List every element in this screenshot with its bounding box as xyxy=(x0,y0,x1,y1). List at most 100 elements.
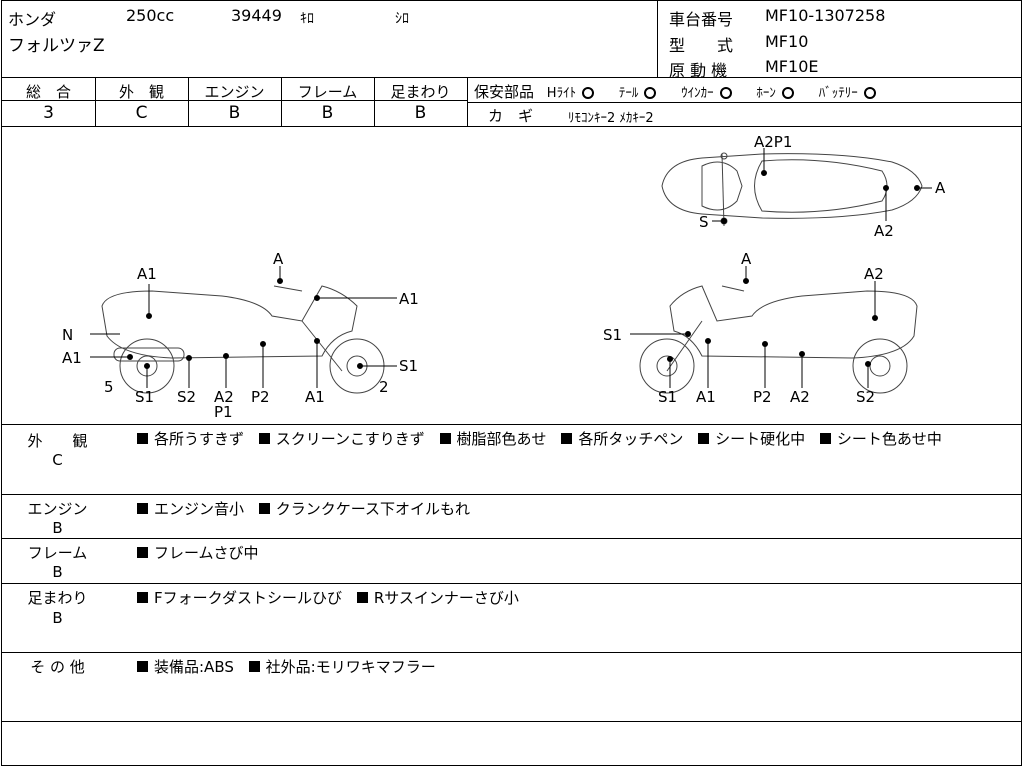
bullet-square-icon xyxy=(137,503,148,514)
diag-top-a: A xyxy=(935,179,946,197)
remark-label-suspension: 足まわり xyxy=(27,589,88,607)
remark-item: Rサスインナーさび小 xyxy=(356,589,519,607)
diag-left-bottom-5: A1 xyxy=(305,388,325,406)
mileage-unit: ｷﾛ xyxy=(300,11,314,27)
diag-left-bottom-3: A2 xyxy=(214,388,234,406)
remark-item: クランクケース下オイルもれ xyxy=(258,500,470,518)
row-divider xyxy=(2,126,1022,127)
row-divider xyxy=(2,652,1022,653)
remark-item: 各所タッチペン xyxy=(561,430,683,448)
remark-items-exterior: 各所うすきず スクリーンこすりきず 樹脂部色あせ 各所タッチペン シート硬化中 … xyxy=(137,428,1017,450)
frame-no: MF10-1307258 xyxy=(765,6,886,25)
bullet-square-icon xyxy=(137,433,148,444)
header-divider xyxy=(657,1,658,77)
callout-lines xyxy=(90,148,932,388)
col-divider xyxy=(467,77,468,126)
safety-item-horn: ﾎｰﾝ xyxy=(756,86,794,101)
bullet-square-icon xyxy=(356,592,368,603)
scooter-right-view xyxy=(639,285,918,394)
safety-item-headlight: Hﾗｲﾄ xyxy=(547,86,595,101)
diag-left-a-top: A xyxy=(273,250,284,268)
col-divider xyxy=(95,77,96,126)
diag-right-bottom-2: A1 xyxy=(696,388,716,406)
remark-item: エンジン音小 xyxy=(137,500,244,518)
model-name: フォルツァZ xyxy=(8,36,105,56)
remark-label-exterior: 外 観 xyxy=(27,432,88,450)
remark-items-other: 装備品:ABS 社外品:モリワキマフラー xyxy=(137,656,446,677)
row-divider xyxy=(2,583,1022,584)
ok-circle-icon xyxy=(644,87,657,99)
row-divider xyxy=(2,424,1022,425)
diag-left-bottom-1: S1 xyxy=(135,388,154,406)
remark-item: 樹脂部色あせ xyxy=(439,430,547,448)
frame-no-label: 車台番号 xyxy=(669,10,734,29)
remark-item: 各所うすきず xyxy=(137,430,244,448)
ok-circle-icon xyxy=(863,87,876,99)
col-divider xyxy=(188,77,189,126)
bullet-square-icon xyxy=(258,503,270,514)
remark-items-suspension: Fフォークダストシールひび Rサスインナーさび小 xyxy=(137,587,529,608)
remark-grade-suspension: B xyxy=(52,609,63,627)
diag-left-p1: P1 xyxy=(214,403,233,421)
diag-right-bottom-4: A2 xyxy=(790,388,810,406)
rating-label-overall: 総 合 xyxy=(25,83,71,101)
rating-value-exterior: C xyxy=(135,103,148,123)
row-divider xyxy=(2,494,1022,495)
diag-right-a-top: A xyxy=(741,250,752,268)
remark-grade-engine: B xyxy=(52,519,63,537)
col-divider xyxy=(281,77,282,126)
bullet-square-icon xyxy=(698,433,710,444)
diag-left-num5: 5 xyxy=(104,378,114,396)
bullet-square-icon xyxy=(137,661,148,672)
remark-label-engine: エンジン xyxy=(27,500,88,518)
ok-circle-icon xyxy=(582,87,595,99)
remark-item: シート硬化中 xyxy=(698,430,805,448)
type-value: MF10 xyxy=(765,32,809,51)
diag-right-s1-left: S1 xyxy=(603,326,622,344)
rating-label-exterior: 外 観 xyxy=(118,83,164,101)
diag-left-bottom-2: S2 xyxy=(177,388,196,406)
scooter-left-view xyxy=(101,285,385,394)
rating-label-suspension: 足まわり xyxy=(390,83,451,101)
safety-item-battery: ﾊﾞｯﾃﾘｰ xyxy=(819,86,876,101)
safety-label: 保安部品 xyxy=(474,83,535,101)
bullet-square-icon xyxy=(819,433,831,444)
bullet-square-icon xyxy=(258,433,270,444)
diag-left-s1-front: S1 xyxy=(399,357,418,375)
rating-label-engine: エンジン xyxy=(204,83,265,101)
maker: ホンダ xyxy=(8,10,57,29)
remark-item: 社外品:モリワキマフラー xyxy=(248,658,436,676)
damage-diagram: A2P1 A S A2 A A1 A1 N A1 S1 5 2 S1 S2 A2… xyxy=(62,133,946,421)
diag-left-n: N xyxy=(62,326,73,344)
diag-left-bottom-4: P2 xyxy=(251,388,270,406)
type-label: 型 式 xyxy=(669,36,734,55)
diag-left-num2: 2 xyxy=(379,378,389,396)
mileage: 39449 xyxy=(231,6,282,25)
remark-items-engine: エンジン音小 クランクケース下オイルもれ xyxy=(137,498,480,519)
rating-value-overall: 3 xyxy=(43,103,54,123)
remark-item: 装備品:ABS xyxy=(137,658,234,676)
remark-grade-frame: B xyxy=(52,563,63,581)
displacement: 250cc xyxy=(126,6,175,25)
diag-right-bottom-1: S1 xyxy=(658,388,677,406)
row-divider xyxy=(467,102,1022,103)
remark-label-other: そ の 他 xyxy=(30,658,85,676)
remark-item: フレームさび中 xyxy=(137,544,259,562)
rating-value-frame: B xyxy=(321,103,334,123)
row-divider xyxy=(2,721,1022,722)
remark-items-frame: フレームさび中 xyxy=(137,542,269,563)
safety-row: 保安部品 Hﾗｲﾄ ﾃｰﾙ ｳｲﾝｶｰ ﾎｰﾝ ﾊﾞｯﾃﾘｰ xyxy=(474,81,876,102)
key-label: カ ギ xyxy=(488,107,534,125)
rating-value-engine: B xyxy=(228,103,241,123)
row-divider xyxy=(2,538,1022,539)
diag-left-a1-rear: A1 xyxy=(399,290,419,308)
remark-item: Fフォークダストシールひび xyxy=(137,589,342,607)
remark-item: シート色あせ中 xyxy=(819,430,942,448)
diag-top-a2p1: A2P1 xyxy=(754,133,792,151)
key-value: ﾘﾓｺﾝｷｰ2 ﾒｶｷｰ2 xyxy=(568,111,654,126)
bullet-square-icon xyxy=(137,547,148,558)
engine-value: MF10E xyxy=(765,57,819,76)
remark-item: スクリーンこすりきず xyxy=(258,430,425,448)
ok-circle-icon xyxy=(781,87,794,99)
